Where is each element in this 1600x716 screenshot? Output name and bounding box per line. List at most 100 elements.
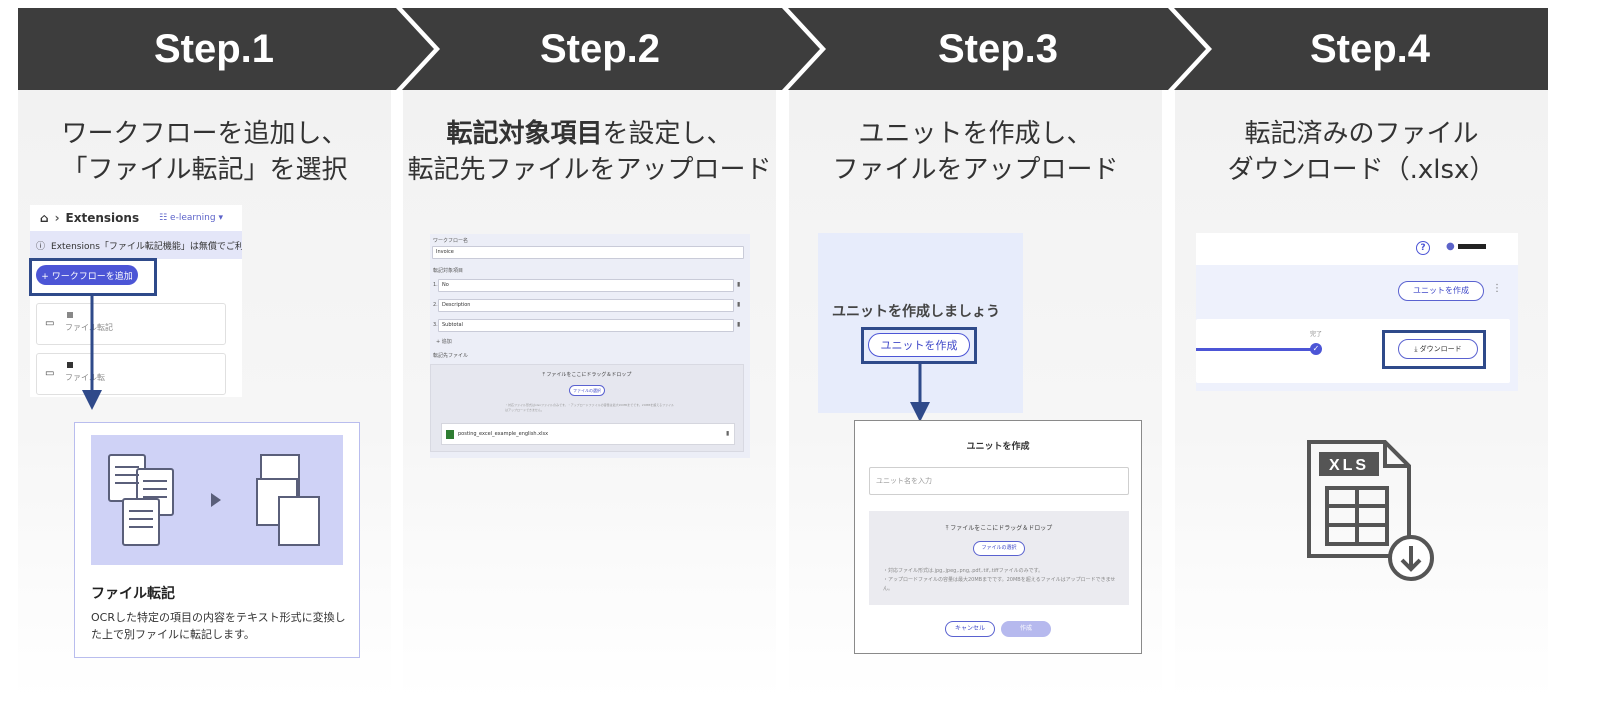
workflow-name-label: ワークフロー名 <box>433 238 469 244</box>
item-index-1: 1. <box>433 282 438 288</box>
info-banner: ⓘ Extensions「ファイル転記機能」は無償でご利用いた <box>30 231 242 259</box>
step2-desc-bold: 転記対象項目 <box>446 119 603 149</box>
step2-desc-rest: を設定し、 <box>602 119 733 149</box>
status-done-label: 完了 <box>1310 331 1323 338</box>
org-label: e-learning <box>170 213 216 223</box>
item-index-3: 3. <box>433 322 438 328</box>
unit-name-input[interactable]: ユニット名を入力 <box>869 467 1129 495</box>
upload-icon: ⤒ <box>542 372 545 378</box>
target-file-label: 転記先ファイル <box>433 353 469 359</box>
create-unit-button[interactable]: ユニットを作成 <box>868 333 970 357</box>
step1-desc-line1: ワークフローを追加し、 <box>61 119 348 149</box>
info-banner-text: Extensions「ファイル転記機能」は無償でご利用いた <box>51 241 242 252</box>
create-unit-heading: ユニットを作成しましょう <box>832 304 1000 320</box>
drop-zone-label: ファイルをここにドラッグ＆ドロップ <box>950 525 1053 532</box>
item-input-3[interactable]: Subtotal <box>438 319 734 332</box>
drop-zone-text: ⤒ ファイルをここにドラッグ＆ドロップ <box>869 523 1129 533</box>
folder-icon: ▭ <box>45 368 55 379</box>
cancel-button[interactable]: キャンセル <box>945 621 995 637</box>
file-note: ・対応ファイル形式はxlsxファイルのみです。・アップロードファイルの容量は最大… <box>505 403 675 412</box>
step1-title: Step.1 <box>153 27 275 71</box>
breadcrumb-extensions[interactable]: Extensions <box>65 211 140 225</box>
chevron-down-icon: ▾ <box>218 213 223 223</box>
progress-line <box>1196 348 1314 351</box>
arrow-down-icon <box>910 362 930 422</box>
workflow-card-2[interactable]: ▭ ファイル転 <box>36 353 226 395</box>
drop-zone-text: ⤒ ファイルをここにドラッグ＆ドロップ <box>431 371 743 378</box>
documents-illustration <box>91 435 343 565</box>
item-index-2: 2. <box>433 302 438 308</box>
step3-description: ユニットを作成し、 ファイルをアップロード <box>789 116 1162 188</box>
unit-file-note-line1: ・対応ファイル形式は.jpg,.jpeg,.png,.pdf,.tif,.tif… <box>883 568 1044 574</box>
documents-to-folder-icon <box>108 454 320 546</box>
items-label: 転記対象項目 <box>433 268 464 274</box>
download-button[interactable]: ⤓ ダウンロード <box>1398 339 1478 359</box>
more-vertical-icon[interactable]: ⋮ <box>1492 283 1502 294</box>
xls-label-bg <box>1319 452 1379 476</box>
step1-app-screenshot: ⌂ › Extensions ☷ e-learning ▾ ⓘ Extensio… <box>30 205 242 397</box>
step4-top-bar: ? ● <box>1196 233 1518 265</box>
unit-file-note: ・対応ファイル形式は.jpg,.jpeg,.png,.pdf,.tif,.tif… <box>883 567 1123 594</box>
file-fold <box>1383 442 1409 468</box>
select-file-button[interactable]: ファイルの選択 <box>973 541 1025 556</box>
step4-desc-line2: ダウンロード（.xlsx） <box>1227 155 1496 185</box>
item-input-1[interactable]: No <box>438 279 734 292</box>
file-transcription-card[interactable]: ファイル転記 OCRした特定の項目の内容をテキスト形式に変換した上で別ファイルに… <box>74 422 360 658</box>
step4-title: Step.4 <box>1309 27 1431 71</box>
step2-description: 転記対象項目を設定し、 転記先ファイルをアップロード <box>403 116 776 188</box>
workflow-card-1-label: ファイル転記 <box>65 323 113 332</box>
trash-icon[interactable]: ▮ <box>737 301 741 308</box>
user-menu[interactable]: ● <box>1446 241 1486 252</box>
select-file-button[interactable]: ファイルの選択 <box>569 385 605 396</box>
unit-create-button[interactable]: ユニットを作成 <box>1398 281 1484 301</box>
download-icon: ⤓ <box>1414 345 1418 353</box>
unit-file-drop-zone[interactable]: ⤒ ファイルをここにドラッグ＆ドロップ ファイルの選択 ・対応ファイル形式は.j… <box>869 511 1129 605</box>
file-transcription-description: OCRした特定の項目の内容をテキスト形式に変換した上で別ファイルに転記します。 <box>91 611 346 641</box>
download-highlight <box>1382 330 1486 369</box>
unit-file-note-line2: ・アップロードファイルの容量は最大20MBまでです。20MBを超えるファイルはア… <box>883 577 1116 592</box>
workflow-card-1[interactable]: ▭ ファイル転記 <box>36 303 226 345</box>
check-icon: ✓ <box>1310 343 1322 355</box>
step4-column <box>1175 90 1548 700</box>
step1-description: ワークフローを追加し、 「ファイル転記」を選択 <box>18 116 391 188</box>
step1-breadcrumb-bar: ⌂ › Extensions ☷ e-learning ▾ <box>30 205 242 231</box>
excel-file-icon <box>446 430 454 439</box>
create-unit-highlight <box>861 327 977 364</box>
download-arrow-icon <box>1400 546 1422 572</box>
unit-status-row: 完了 ✓ ⤓ ダウンロード <box>1196 319 1510 383</box>
steps-chevron-banner <box>18 8 1548 90</box>
step3-unit-panel: ユニットを作成しましょう ユニットを作成 <box>818 233 1023 413</box>
step4-unit-screen: ? ● ユニットを作成 ⋮ 完了 ✓ ⤓ ダウンロード <box>1196 233 1518 391</box>
file-outline <box>1307 440 1411 558</box>
step3-desc-line2: ファイルをアップロード <box>832 155 1119 185</box>
submit-create-button[interactable]: 作成 <box>1001 621 1051 637</box>
download-button-label: ダウンロード <box>1419 345 1462 353</box>
card-thumbnail <box>67 312 73 318</box>
step2-title: Step.2 <box>539 27 661 71</box>
home-icon[interactable]: ⌂ <box>40 211 49 225</box>
step3-desc-line1: ユニットを作成し、 <box>858 119 1093 149</box>
workflow-name-input[interactable]: Invoice <box>432 246 744 259</box>
drop-zone-label: ファイルをここにドラッグ＆ドロップ <box>546 372 632 378</box>
step1-chevron <box>18 8 434 90</box>
spreadsheet-grid-icon <box>1325 486 1389 546</box>
uploaded-file-name: posting_excel_example_english.xlsx <box>458 431 549 437</box>
step3-title: Step.3 <box>937 27 1059 71</box>
add-workflow-button[interactable]: + ワークフローを追加 <box>36 265 138 285</box>
add-item-button[interactable]: + 追加 <box>436 339 452 345</box>
uploaded-file-row[interactable]: posting_excel_example_english.xlsx ▮ <box>441 423 735 445</box>
create-unit-modal-title: ユニットを作成 <box>966 442 1030 452</box>
org-selector[interactable]: ☷ e-learning ▾ <box>159 213 223 223</box>
file-drop-zone[interactable]: ⤒ ファイルをここにドラッグ＆ドロップ ファイルの選択 ・対応ファイル形式はxl… <box>430 364 744 452</box>
step4-description: 転記済みのファイル ダウンロード（.xlsx） <box>1175 116 1548 188</box>
step2-desc-line1: 転記対象項目を設定し、 <box>403 116 776 152</box>
step4-chevron <box>1174 8 1548 90</box>
item-input-2[interactable]: Description <box>438 299 734 312</box>
add-workflow-highlight <box>29 258 157 296</box>
help-icon[interactable]: ? <box>1416 241 1430 255</box>
trash-icon[interactable]: ▮ <box>726 430 730 437</box>
trash-icon[interactable]: ▮ <box>737 321 741 328</box>
step1-desc-line2: 「ファイル転記」を選択 <box>61 155 348 185</box>
trash-icon[interactable]: ▮ <box>737 281 741 288</box>
file-transcription-title: ファイル転記 <box>91 586 175 602</box>
